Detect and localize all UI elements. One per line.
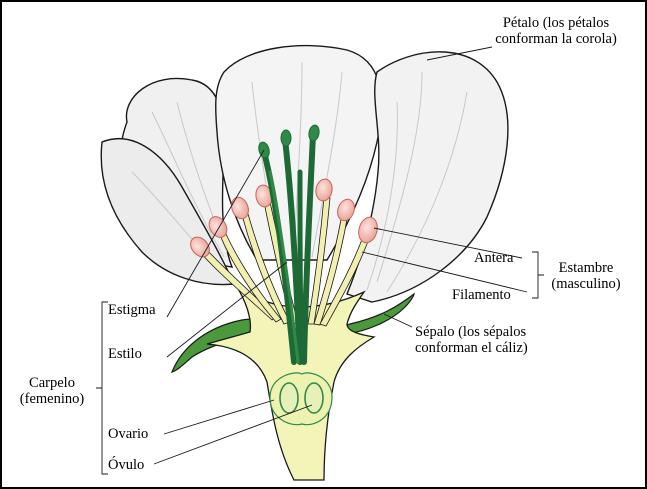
label-estilo: Estilo bbox=[108, 346, 142, 362]
stigma bbox=[308, 124, 320, 142]
anther bbox=[358, 216, 378, 244]
leader-sepalo bbox=[383, 313, 413, 328]
label-carpelo: Carpelo (femenino) bbox=[19, 375, 85, 407]
leader-ovario bbox=[163, 399, 275, 435]
label-petalo: Pétalo (los pétalos conforman la corola) bbox=[495, 15, 617, 47]
leader-lines bbox=[96, 46, 544, 475]
brace-estambre bbox=[532, 251, 544, 299]
label-estambre: Estambre (masculino) bbox=[551, 260, 621, 292]
ovule-right bbox=[304, 382, 324, 414]
leader-estigma bbox=[166, 149, 265, 318]
styles bbox=[261, 131, 316, 365]
label-filamento: Filamento bbox=[452, 287, 511, 303]
leader-estilo bbox=[166, 261, 288, 358]
brace-carpelo bbox=[96, 301, 108, 475]
petal-right bbox=[346, 51, 509, 303]
leader-petalo bbox=[426, 46, 493, 61]
ovule-left bbox=[279, 382, 299, 414]
label-sepalo: Sépalo (los sépalos conforman el cáliz) bbox=[415, 324, 528, 356]
anther bbox=[337, 198, 355, 222]
stigma bbox=[280, 129, 292, 147]
label-ovario: Ovario bbox=[108, 426, 149, 442]
anther bbox=[315, 178, 333, 202]
label-antera: Antera bbox=[474, 250, 514, 266]
label-ovulo: Óvulo bbox=[108, 457, 145, 473]
leader-antera bbox=[373, 227, 523, 259]
leader-filamento bbox=[361, 251, 528, 293]
label-estigma: Estigma bbox=[108, 302, 156, 318]
ovary bbox=[269, 372, 333, 426]
leader-ovulo bbox=[153, 404, 313, 465]
